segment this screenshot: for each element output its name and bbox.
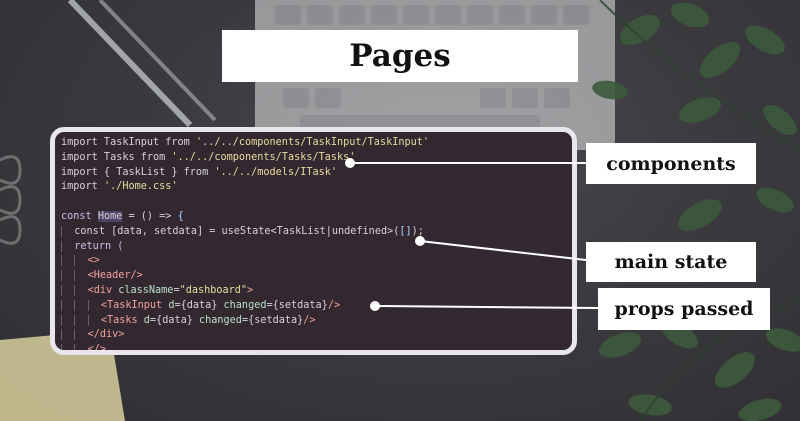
code-panel: import TaskInput from '../../components/… xyxy=(50,127,577,355)
indent-guide xyxy=(61,329,75,341)
indent-guide xyxy=(87,299,101,311)
title-box: Pages xyxy=(222,30,578,82)
code-token: { xyxy=(177,210,184,222)
code-token: <> xyxy=(87,255,100,267)
code-token: const [data, setdata] = useState<TaskLis… xyxy=(74,225,400,237)
indent-guide xyxy=(61,270,75,282)
code-line: import { TaskList } from '../../models/I… xyxy=(61,166,429,181)
code-token: </div> xyxy=(87,329,125,341)
code-token: '../../components/TaskInput/TaskInput' xyxy=(195,137,430,148)
code-token: [] xyxy=(399,225,412,237)
indent-guide xyxy=(61,255,75,267)
indent-guide xyxy=(87,314,101,326)
code-token: '../../models/ITask' xyxy=(214,166,338,178)
code-token: Home xyxy=(97,210,123,222)
indent-guide xyxy=(74,329,88,341)
code-token: const xyxy=(61,210,98,222)
props-passed-label: props passed xyxy=(598,288,770,330)
main-state-label-text: main state xyxy=(614,251,728,273)
code-token: import TaskInput from xyxy=(61,137,196,148)
code-token: d xyxy=(143,314,150,326)
indent-guide xyxy=(61,314,75,326)
code-token: changed xyxy=(223,299,267,311)
code-line: </> xyxy=(61,343,429,355)
code-line: const Home = () => { xyxy=(61,210,429,225)
code-token: <TaskInput xyxy=(100,299,169,311)
indent-guide xyxy=(74,270,88,282)
code-token: import Tasks from xyxy=(61,151,172,163)
props-passed-label-text: props passed xyxy=(614,298,754,320)
code-line: <Tasks d={data} changed={setdata}/> xyxy=(61,314,429,329)
code-line: import TaskInput from '../../components/… xyxy=(61,136,429,151)
code-token: /> xyxy=(327,299,341,311)
plant-leaves-graphic xyxy=(592,2,800,421)
indent-guide xyxy=(61,284,75,296)
code-line: </div> xyxy=(61,328,429,343)
code-token: ={data} xyxy=(149,314,199,326)
code-line: <> xyxy=(61,254,429,269)
code-line xyxy=(61,195,429,210)
code-block: import TaskInput from '../../components/… xyxy=(61,136,429,355)
code-token: '../../components/Tasks/Tasks' xyxy=(171,151,356,163)
code-token: './Home.css' xyxy=(103,181,178,193)
code-token: <div xyxy=(87,284,119,296)
code-token: = xyxy=(173,284,180,296)
code-token: changed xyxy=(199,314,242,326)
code-token: ={setdata} xyxy=(266,299,328,311)
components-label-text: components xyxy=(606,152,736,175)
pencils-graphic xyxy=(67,0,217,128)
code-token: ={data} xyxy=(174,299,224,311)
main-state-label: main state xyxy=(586,242,756,282)
code-token: <Tasks xyxy=(100,314,144,326)
code-line: <div className="dashboard"> xyxy=(61,284,429,299)
code-line: import Tasks from '../../components/Task… xyxy=(61,151,429,166)
page-title: Pages xyxy=(349,38,451,74)
code-line: import './Home.css' xyxy=(61,180,429,195)
indent-guide xyxy=(61,344,75,350)
code-line: return ( xyxy=(61,240,429,255)
indent-guide xyxy=(61,299,75,311)
code-line: <Header/> xyxy=(61,269,429,284)
code-token: import { TaskList } from xyxy=(61,166,215,178)
indent-guide xyxy=(74,255,88,267)
code-token: return ( xyxy=(74,240,124,252)
indent-guide xyxy=(74,314,88,326)
code-token: /> xyxy=(303,314,316,326)
indent-guide xyxy=(74,284,88,296)
code-token: </> xyxy=(87,344,106,355)
code-line: <TaskInput d={data} changed={setdata}/> xyxy=(61,299,429,314)
indent-guide xyxy=(74,344,88,350)
code-token: ); xyxy=(411,225,424,237)
code-token: "dashboard" xyxy=(179,284,248,296)
code-line: const [data, setdata] = useState<TaskLis… xyxy=(61,225,429,240)
notebook-spiral-graphic xyxy=(0,155,22,245)
indent-guide xyxy=(61,225,75,237)
code-token: className xyxy=(118,284,174,296)
code-token: d xyxy=(168,299,175,311)
code-token: <Header/> xyxy=(87,270,143,282)
code-token: > xyxy=(247,284,254,296)
indent-guide xyxy=(74,299,88,311)
components-label: components xyxy=(586,143,756,184)
code-token: ={setdata} xyxy=(241,314,304,326)
code-token: import xyxy=(61,181,104,193)
code-token: = () => xyxy=(122,210,178,222)
indent-guide xyxy=(61,240,75,252)
